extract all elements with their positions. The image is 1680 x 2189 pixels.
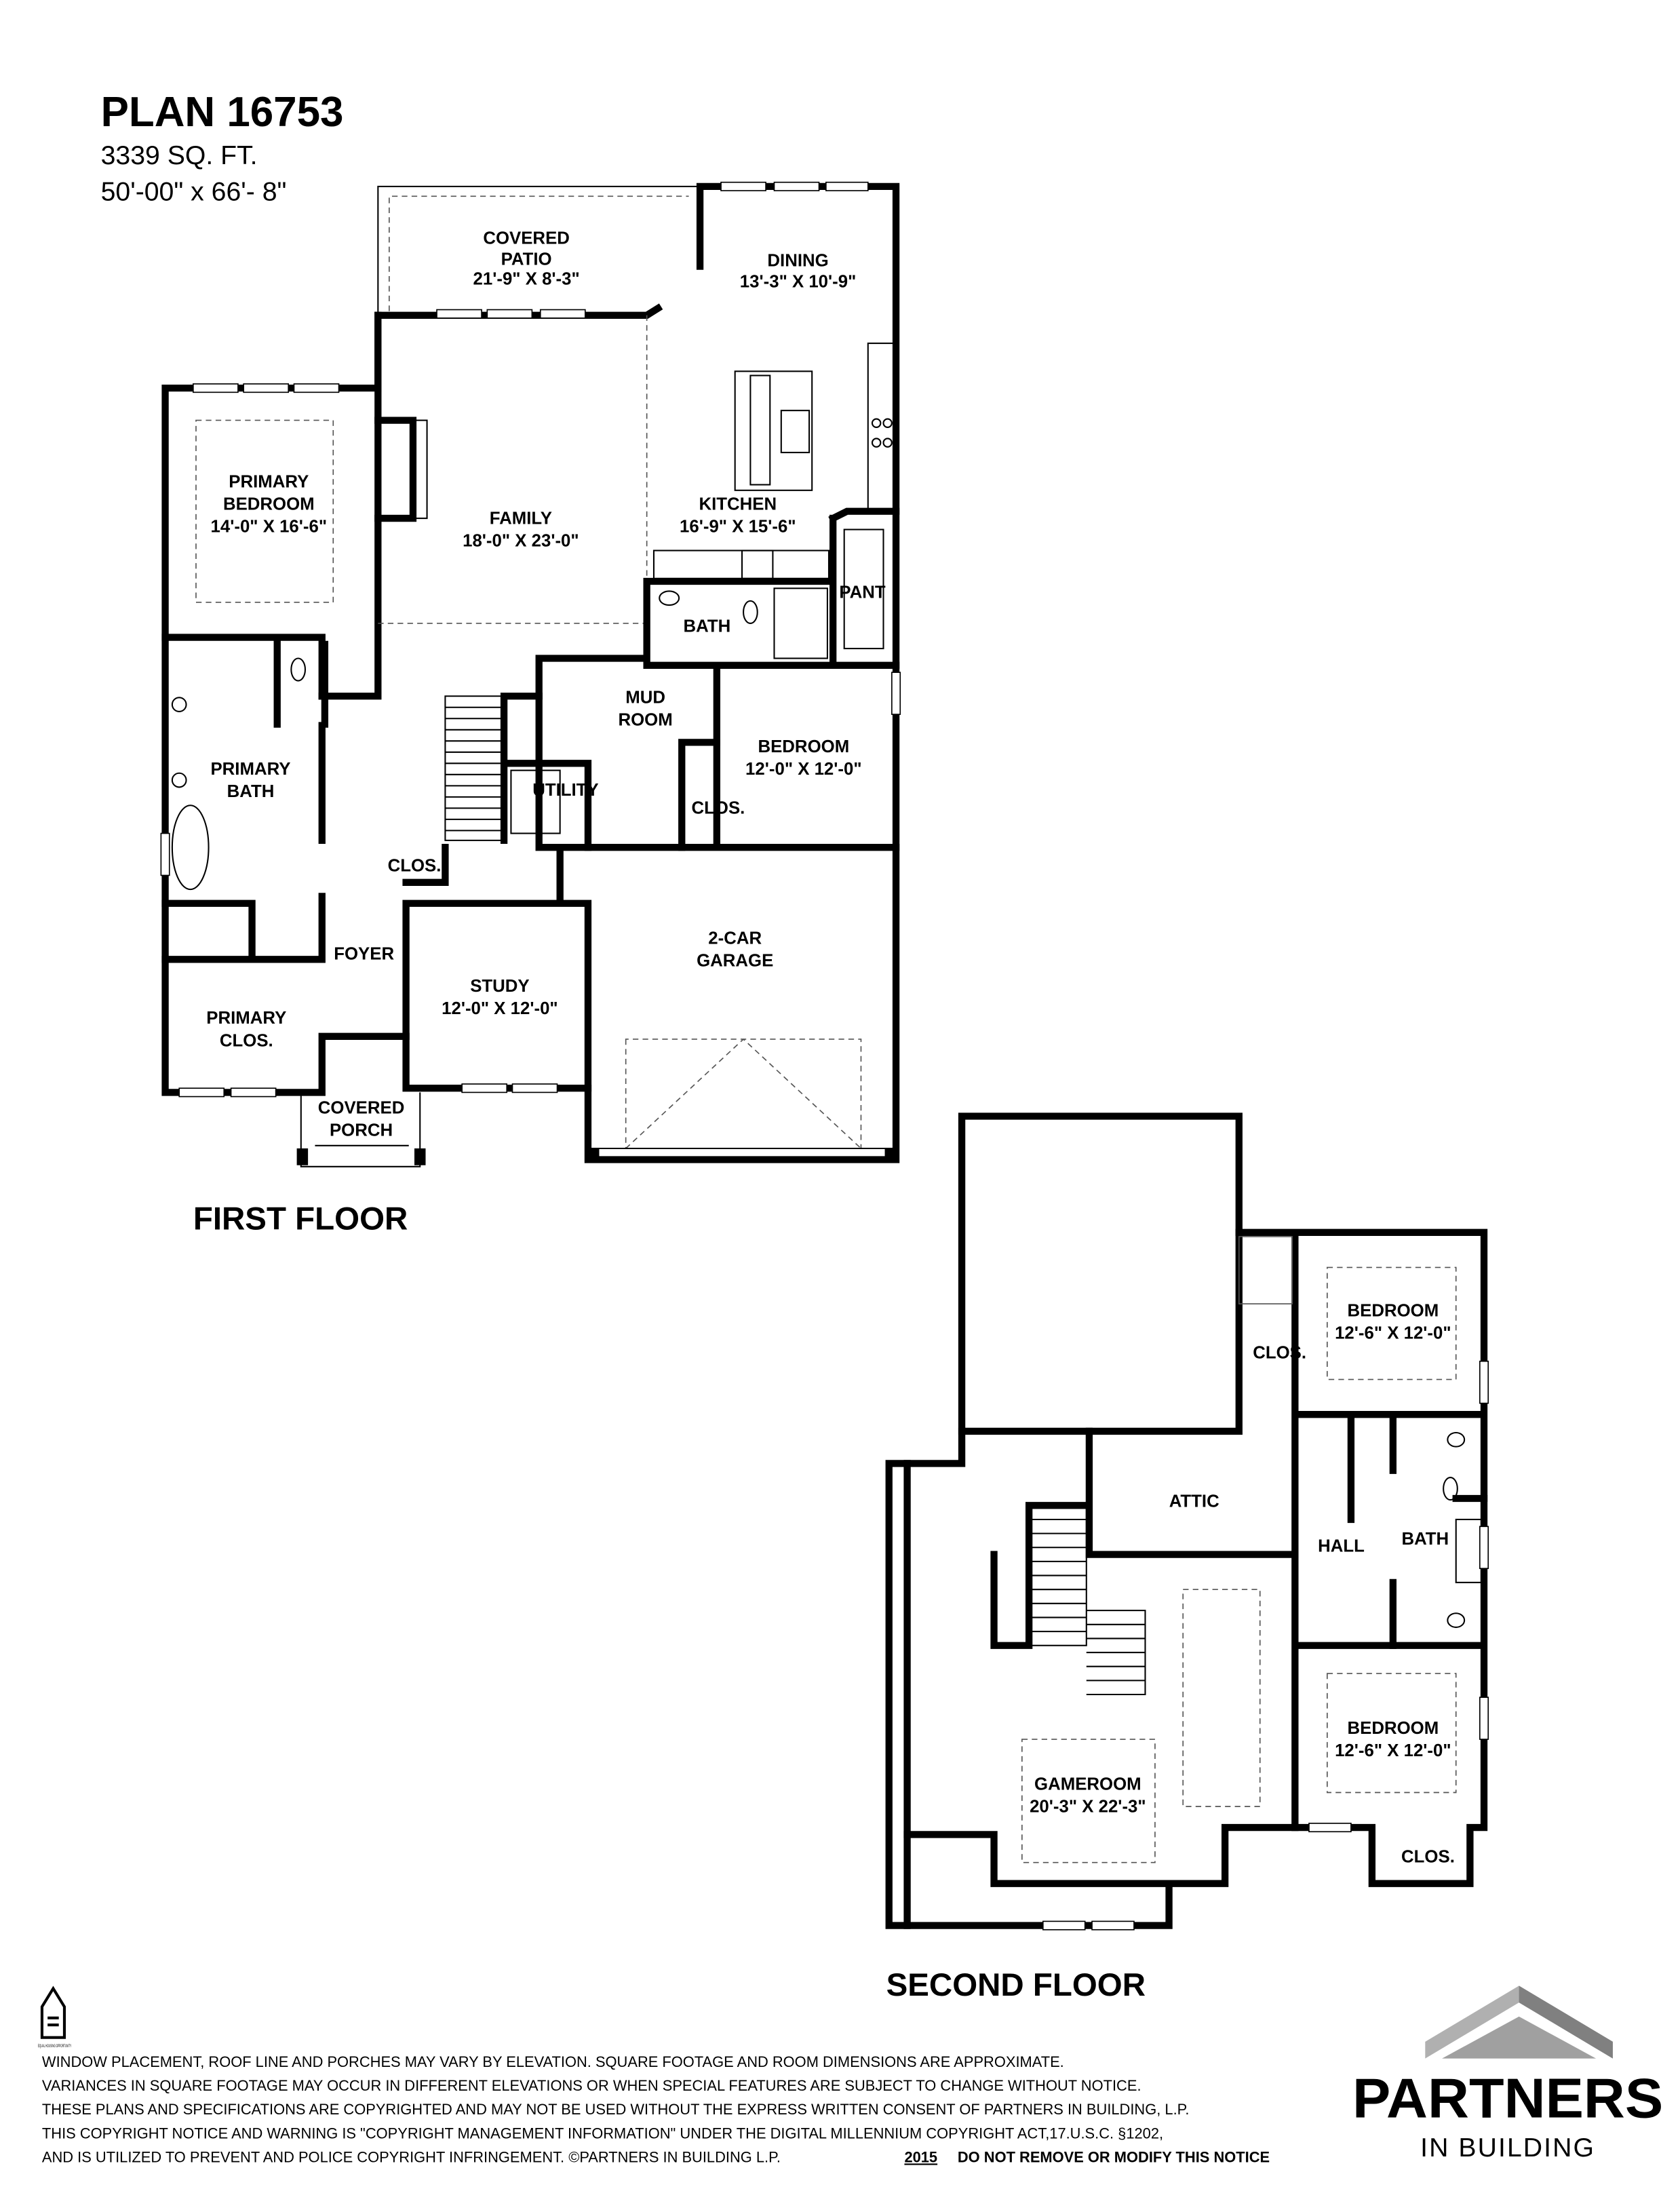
bath-label-2f: BATH bbox=[1401, 1530, 1449, 1549]
second-floor-plan bbox=[885, 1112, 1489, 1931]
bedroom-top-dims: 12'-6" X 12'-0" bbox=[1335, 1324, 1451, 1343]
second-floor-title: SECOND FLOOR bbox=[886, 1967, 1146, 2003]
hall-label: HALL bbox=[1318, 1536, 1365, 1555]
first-floor-labels: COVERED PATIO 21'-9" X 8'-3" DINING 13'-… bbox=[206, 229, 886, 1140]
disclaimer-line: THESE PLANS AND SPECIFICATIONS ARE COPYR… bbox=[42, 2101, 1190, 2118]
first-floor-title: FIRST FLOOR bbox=[193, 1201, 408, 1237]
kitchen-label: KITCHEN bbox=[699, 495, 777, 514]
partners-logo: PARTNERS IN BUILDING bbox=[1352, 1985, 1663, 2163]
bedroom-dims: 12'-0" X 12'-0" bbox=[745, 760, 862, 779]
disclaimer-tail: DO NOT REMOVE OR MODIFY THIS NOTICE bbox=[958, 2148, 1270, 2165]
study-label: STUDY bbox=[470, 977, 529, 996]
stairs bbox=[444, 695, 503, 841]
primary-bedroom-label-2: BEDROOM bbox=[223, 495, 315, 514]
bedroom-closet-label: CLOS. bbox=[692, 799, 745, 818]
gameroom-dims: 20'-3" X 22'-3" bbox=[1030, 1797, 1146, 1816]
disclaimer-line: WINDOW PLACEMENT, ROOF LINE AND PORCHES … bbox=[42, 2053, 1064, 2070]
second-floor-labels: BEDROOM 12'-6" X 12'-0" CLOS. ATTIC HALL… bbox=[1030, 1302, 1455, 1867]
disclaimer-line: THIS COPYRIGHT NOTICE AND WARNING IS "CO… bbox=[42, 2125, 1163, 2142]
garage-label: 2-CAR bbox=[708, 929, 762, 948]
foyer-label: FOYER bbox=[334, 944, 394, 963]
disclaimer-year: 2015 bbox=[904, 2148, 937, 2165]
garage-label-2: GARAGE bbox=[697, 952, 773, 971]
plan-dimensions: 50'-00" x 66'- 8" bbox=[101, 178, 287, 207]
primary-bath-label-2: BATH bbox=[227, 782, 275, 801]
gameroom-label: GAMEROOM bbox=[1034, 1775, 1141, 1794]
logo-name: PARTNERS bbox=[1352, 2067, 1663, 2129]
covered-porch-label: COVERED bbox=[318, 1098, 405, 1117]
covered-patio-label: COVERED bbox=[483, 229, 570, 248]
equal-housing-caption: EQUAL HOUSING OPPORTUNITY bbox=[38, 2044, 72, 2049]
first-floor-plan bbox=[160, 181, 901, 1167]
family-label: FAMILY bbox=[490, 509, 552, 528]
equal-housing-icon: EQUAL HOUSING OPPORTUNITY bbox=[38, 1985, 72, 2049]
foyer-closet-label: CLOS. bbox=[388, 856, 442, 875]
bedroom-top-label: BEDROOM bbox=[1347, 1302, 1439, 1321]
closet-bottom-label: CLOS. bbox=[1401, 1848, 1455, 1867]
primary-bedroom-dims: 14'-0" X 16'-6" bbox=[211, 518, 328, 537]
utility-label: UTILITY bbox=[532, 781, 598, 800]
primary-bath-label: PRIMARY bbox=[210, 760, 290, 779]
primary-closet-label: PRIMARY bbox=[206, 1009, 286, 1028]
square-footage: 3339 SQ. FT. bbox=[101, 141, 258, 170]
bath-label: BATH bbox=[684, 617, 731, 636]
mud-room-label: MUD bbox=[625, 689, 665, 708]
covered-patio-dims: 21'-9" X 8'-3" bbox=[473, 269, 580, 288]
disclaimer: WINDOW PLACEMENT, ROOF LINE AND PORCHES … bbox=[42, 2053, 1270, 2165]
plan-title: PLAN 16753 bbox=[101, 89, 344, 136]
primary-closet-label-2: CLOS. bbox=[220, 1031, 273, 1050]
logo-subtitle: IN BUILDING bbox=[1420, 2133, 1595, 2163]
disclaimer-line: AND IS UTILIZED TO PREVENT AND POLICE CO… bbox=[42, 2148, 781, 2165]
pantry-label: PANT bbox=[839, 583, 886, 602]
covered-porch-label-2: PORCH bbox=[330, 1121, 393, 1140]
dining-dims: 13'-3" X 10'-9" bbox=[740, 273, 857, 292]
kitchen-dims: 16'-9" X 15'-6" bbox=[680, 518, 796, 537]
mud-room-label-2: ROOM bbox=[618, 711, 672, 730]
closet-top-label: CLOS. bbox=[1253, 1344, 1306, 1363]
family-dims: 18'-0" X 23'-0" bbox=[463, 531, 579, 550]
bedroom-bottom-label: BEDROOM bbox=[1347, 1719, 1439, 1738]
dining-label: DINING bbox=[767, 252, 828, 271]
disclaimer-line: VARIANCES IN SQUARE FOOTAGE MAY OCCUR IN… bbox=[42, 2077, 1141, 2094]
primary-bedroom-label: PRIMARY bbox=[229, 473, 309, 492]
bedroom-label: BEDROOM bbox=[758, 737, 849, 756]
covered-patio-label-2: PATIO bbox=[501, 250, 552, 269]
study-dims: 12'-0" X 12'-0" bbox=[442, 999, 558, 1018]
attic-label: ATTIC bbox=[1169, 1492, 1219, 1511]
bedroom-bottom-dims: 12'-6" X 12'-0" bbox=[1335, 1741, 1451, 1760]
